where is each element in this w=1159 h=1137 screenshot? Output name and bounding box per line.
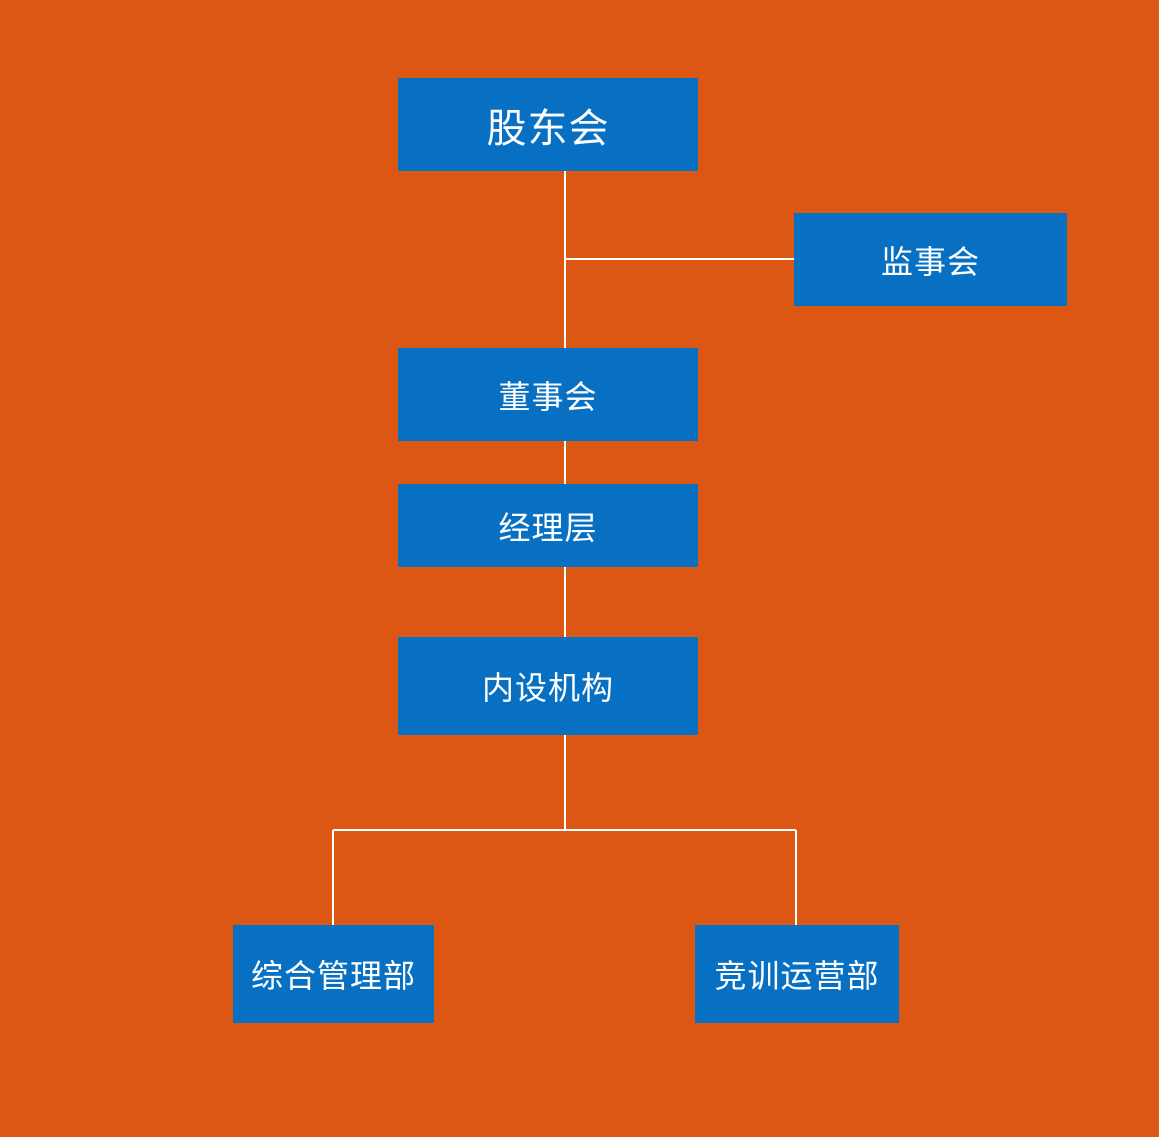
node-general-management-dept: 综合管理部 [233, 925, 434, 1023]
node-label: 监事会 [880, 242, 980, 281]
node-label: 董事会 [498, 377, 598, 416]
node-board-of-directors: 董事会 [398, 348, 698, 441]
node-label: 股东会 [486, 105, 610, 152]
node-label: 竞训运营部 [714, 957, 880, 995]
node-label: 综合管理部 [250, 957, 416, 995]
node-shareholders-meeting: 股东会 [398, 78, 698, 171]
node-training-operations-dept: 竞训运营部 [695, 925, 899, 1023]
node-board-of-supervisors: 监事会 [794, 213, 1067, 306]
node-label: 内设机构 [481, 669, 614, 707]
node-label: 经理层 [498, 508, 598, 547]
node-management-layer: 经理层 [398, 484, 698, 567]
node-internal-departments: 内设机构 [398, 637, 698, 735]
